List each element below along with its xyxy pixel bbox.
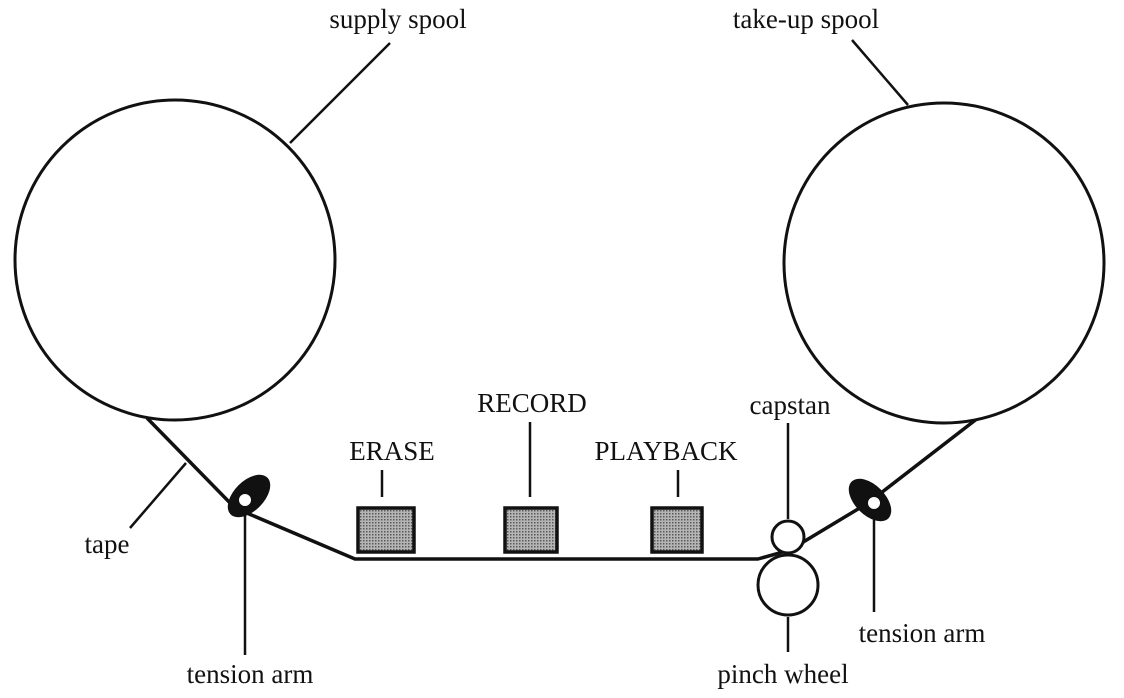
label-tape: tape <box>85 529 130 559</box>
label-playback: PLAYBACK <box>594 436 738 466</box>
label-record: RECORD <box>477 388 587 418</box>
label-capstan: capstan <box>750 390 831 420</box>
label-supply-spool: supply spool <box>329 4 466 34</box>
supply-spool <box>13 98 337 422</box>
label-pinch-wheel: pinch wheel <box>717 659 848 689</box>
leader-tape <box>129 462 187 529</box>
playback-head <box>650 506 704 554</box>
tension-arm-right <box>848 478 892 522</box>
label-tension-arm-left: tension arm <box>187 659 314 689</box>
capstan <box>770 519 806 555</box>
record-head <box>503 506 559 554</box>
label-tension-arm-right: tension arm <box>859 618 986 648</box>
takeup-spool <box>782 101 1106 425</box>
leader-supply-spool <box>289 42 391 144</box>
leader-takeup-spool <box>851 39 909 106</box>
pinch-wheel <box>756 553 820 617</box>
erase-head <box>356 506 416 554</box>
label-erase: ERASE <box>349 436 435 466</box>
tension-arm-left <box>227 474 271 518</box>
label-takeup-spool: take-up spool <box>733 4 879 34</box>
